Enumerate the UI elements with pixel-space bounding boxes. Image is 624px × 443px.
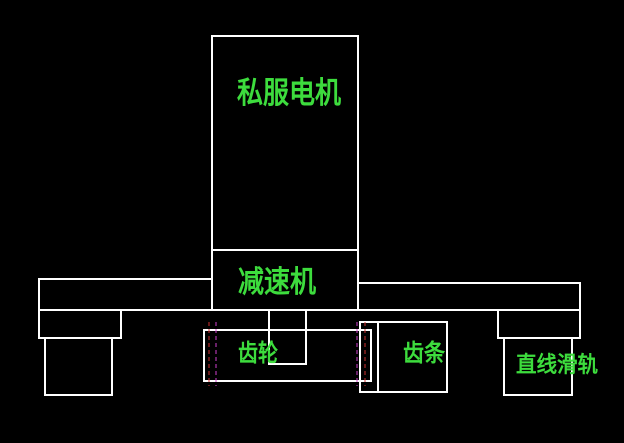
right-slider-block: [497, 309, 581, 339]
left-rail: [44, 337, 113, 396]
right-mounting-plate: [357, 282, 581, 311]
servo-motor-box: [211, 35, 359, 251]
left-slider-block: [38, 309, 122, 339]
rack-outer: [359, 321, 448, 393]
rack-label: 齿条: [403, 339, 446, 367]
servo-motor-label: 私服电机: [237, 76, 341, 111]
reducer-label: 减速机: [238, 265, 316, 300]
right-rail: [503, 337, 573, 396]
gear-box: [203, 329, 372, 382]
linear-rail-label: 直线滑轨: [516, 352, 598, 378]
gear-label: 齿轮: [238, 339, 278, 367]
left-mounting-plate: [38, 278, 213, 311]
output-shaft: [268, 310, 307, 365]
